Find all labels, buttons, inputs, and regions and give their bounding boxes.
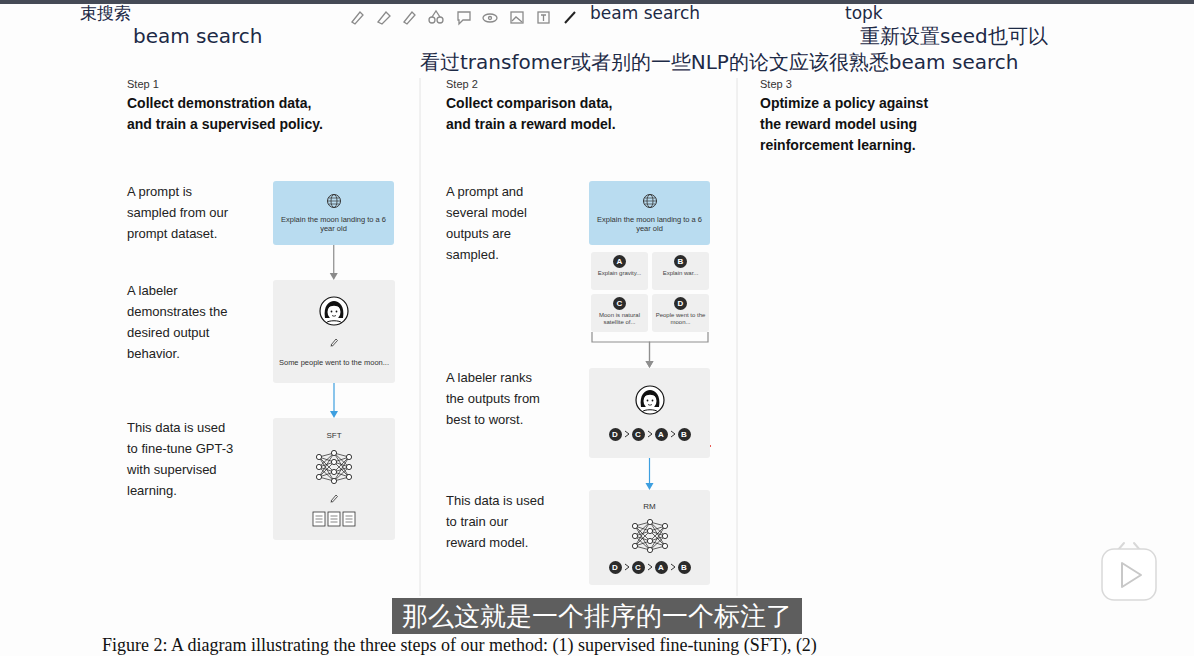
subtitle: 那么这就是一个排序的一个标注了 xyxy=(392,598,802,634)
step-description: A prompt and several model outputs are s… xyxy=(446,181,547,265)
play-button xyxy=(1102,543,1156,600)
step-description: This data is used to fine-tune GPT-3 wit… xyxy=(127,417,238,501)
output-box: B Explain war... xyxy=(652,252,709,290)
rank-letter: B xyxy=(678,428,691,441)
output-text: Explain gravity... xyxy=(598,270,642,277)
subtitle: topk xyxy=(845,3,883,23)
flow-arrow xyxy=(330,383,338,418)
step-label: Step 1 xyxy=(127,77,159,91)
labeler-icon xyxy=(319,296,349,326)
process-box: SFT xyxy=(273,418,395,540)
rank-order-arrow xyxy=(670,430,676,438)
step-description: A prompt is sampled from our prompt data… xyxy=(127,181,238,244)
connector-line xyxy=(592,332,650,361)
bracket-connector xyxy=(646,332,709,368)
ranking-row: DCAB xyxy=(609,428,691,441)
rank-order-arrow xyxy=(647,430,653,438)
connector-line xyxy=(333,245,334,273)
step-label: Step 3 xyxy=(760,77,792,91)
figure-caption: Figure 2: A diagram illustrating the thr… xyxy=(102,635,817,655)
step-label: Step 2 xyxy=(446,77,478,91)
output-text: People went to the moon... xyxy=(655,312,706,326)
arrowhead xyxy=(646,361,654,368)
connector-line xyxy=(650,332,709,361)
rank-order-arrow xyxy=(624,563,630,571)
subtitle-bar: 那么这就是一个排序的一个标注了 xyxy=(0,598,1194,634)
pencil-icon xyxy=(329,337,339,347)
arrowhead xyxy=(330,411,338,418)
toolbar-icons xyxy=(352,11,575,24)
ranking-row: DCAB xyxy=(609,561,691,574)
rank-letter: B xyxy=(678,561,691,574)
subtitle: beam search xyxy=(133,24,263,48)
prompt-text: Explain the moon landing to a 6 year old xyxy=(593,215,706,233)
prompt-box: Explain the moon landing to a 6 year old xyxy=(273,181,394,245)
globe-icon xyxy=(326,193,342,209)
rank-letter: D xyxy=(609,428,622,441)
subtitle: 重新设置seed也可以 xyxy=(860,24,1048,48)
network-icon xyxy=(630,518,670,554)
output-letter: D xyxy=(674,297,687,310)
bracket-connector xyxy=(592,332,654,368)
process-box: DCAB xyxy=(589,368,710,458)
rank-order-arrow xyxy=(647,563,653,571)
output-box: D People went to the moon... xyxy=(652,294,709,332)
connector-line xyxy=(649,458,650,483)
rank-letter: A xyxy=(655,561,668,574)
globe-icon xyxy=(642,193,658,209)
pencil-icon xyxy=(329,493,339,503)
demonstration-text: Some people went to the moon... xyxy=(279,358,389,367)
step-heading: Optimize a policy against the reward mod… xyxy=(760,93,940,156)
step-description: This data is used to train our reward mo… xyxy=(446,490,547,553)
output-letter: A xyxy=(613,255,626,268)
documents-icon xyxy=(311,511,358,527)
model-name: SFT xyxy=(326,431,341,441)
column-divider xyxy=(420,78,421,596)
labeler-icon xyxy=(635,385,665,415)
step-description: A labeler ranks the outputs from best to… xyxy=(446,367,547,430)
output-letter: C xyxy=(613,297,626,310)
prompt-text: Explain the moon landing to a 6 year old xyxy=(277,215,390,233)
arrowhead xyxy=(646,361,654,368)
flow-arrow xyxy=(330,245,338,280)
connector-line xyxy=(333,383,334,411)
rank-letter: D xyxy=(609,561,622,574)
rank-order-arrow xyxy=(624,430,630,438)
output-text: Explain war... xyxy=(663,270,699,277)
model-name: RM xyxy=(643,502,655,512)
prompt-box: Explain the moon landing to a 6 year old xyxy=(589,181,710,245)
network-icon xyxy=(314,449,354,485)
output-text: Moon is natural satellite of... xyxy=(594,312,645,326)
step-description: A labeler demonstrates the desired outpu… xyxy=(127,280,238,364)
flow-arrow xyxy=(646,458,654,490)
arrowhead xyxy=(646,483,654,490)
arrowhead xyxy=(330,273,338,280)
output-box: A Explain gravity... xyxy=(591,252,648,290)
output-letter: B xyxy=(674,255,687,268)
subtitle: 看过transfomer或者别的一些NLP的论文应该很熟悉beam search xyxy=(420,50,1018,74)
column-divider xyxy=(737,78,738,596)
output-box: C Moon is natural satellite of... xyxy=(591,294,648,332)
step-heading: Collect demonstration data, and train a … xyxy=(127,93,332,135)
rank-letter: C xyxy=(632,428,645,441)
subtitle: 束搜索 xyxy=(80,3,131,23)
rank-order-arrow xyxy=(670,563,676,571)
process-box: Some people went to the moon... xyxy=(273,280,395,383)
subtitle: beam search xyxy=(590,3,700,23)
rank-letter: C xyxy=(632,561,645,574)
step-heading: Collect comparison data, and train a rew… xyxy=(446,93,631,135)
process-box: RM DCAB xyxy=(589,490,710,585)
rank-letter: A xyxy=(655,428,668,441)
